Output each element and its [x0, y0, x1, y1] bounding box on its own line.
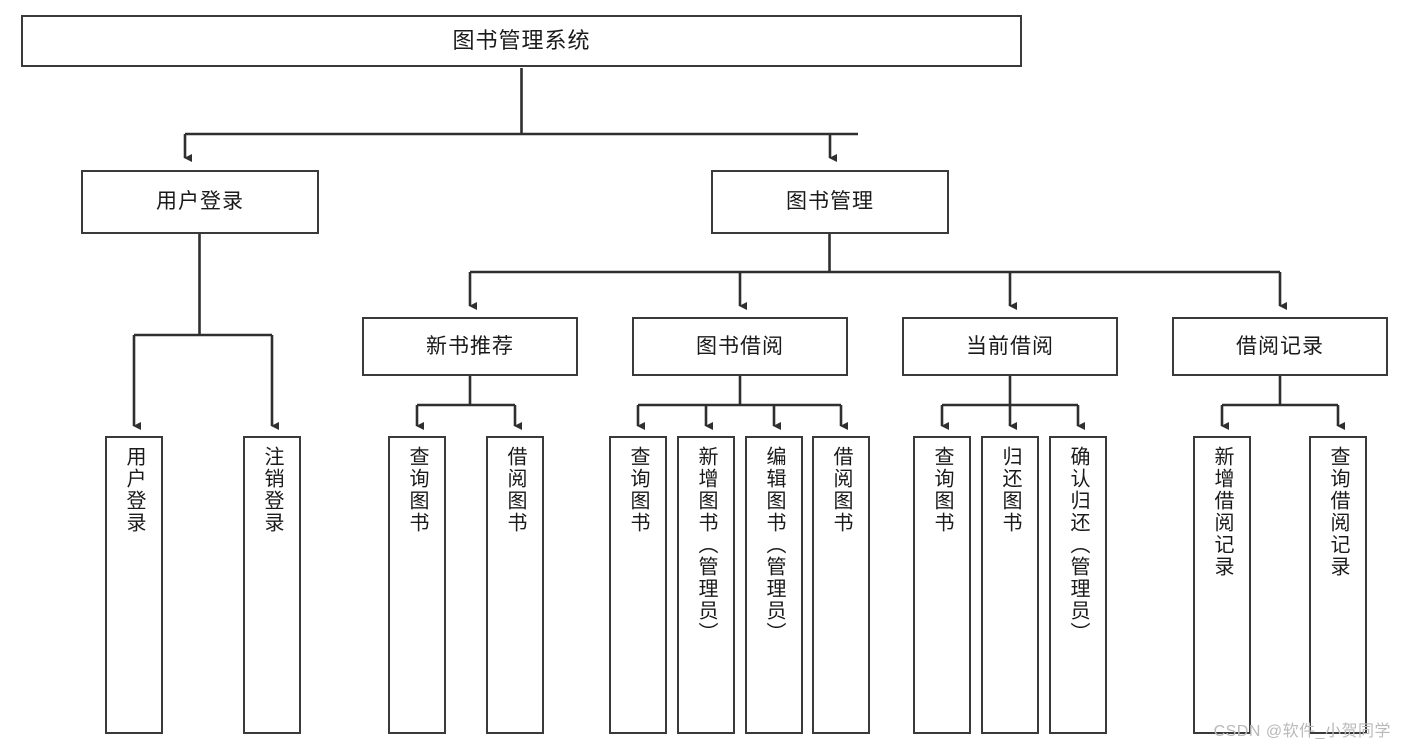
node-current-borrow-label: 当前借阅	[966, 334, 1054, 358]
node-leaf-query-record-label: 查询借阅记录	[1327, 446, 1349, 578]
node-book-manage-label: 图书管理	[786, 190, 874, 214]
node-book-borrow-label: 图书借阅	[696, 334, 784, 358]
node-leaf-query-book-2[interactable]: 查询图书	[609, 436, 667, 734]
node-leaf-query-book-1[interactable]: 查询图书	[388, 436, 446, 734]
watermark: CSDN @软件_小贺同学	[1213, 723, 1391, 740]
node-leaf-add-record-label: 新增借阅记录	[1211, 446, 1233, 578]
node-new-book-rec-label: 新书推荐	[426, 334, 514, 358]
node-borrow-record[interactable]: 借阅记录	[1172, 317, 1388, 376]
node-leaf-edit-book-label: 编辑图书（管理员）	[763, 446, 785, 644]
node-leaf-return-book-label: 归还图书	[999, 446, 1021, 534]
node-leaf-logout[interactable]: 注销登录	[243, 436, 301, 734]
node-new-book-rec[interactable]: 新书推荐	[362, 317, 578, 376]
node-leaf-query-book-2-label: 查询图书	[627, 446, 649, 534]
node-book-borrow[interactable]: 图书借阅	[632, 317, 848, 376]
node-current-borrow[interactable]: 当前借阅	[902, 317, 1118, 376]
node-leaf-borrow-book-1[interactable]: 借阅图书	[486, 436, 544, 734]
node-leaf-user-login[interactable]: 用户登录	[105, 436, 163, 734]
node-leaf-query-book-3[interactable]: 查询图书	[913, 436, 971, 734]
node-leaf-logout-label: 注销登录	[261, 446, 283, 534]
node-leaf-add-record[interactable]: 新增借阅记录	[1193, 436, 1251, 734]
node-leaf-borrow-book-2[interactable]: 借阅图书	[812, 436, 870, 734]
node-leaf-confirm-return[interactable]: 确认归还（管理员）	[1049, 436, 1107, 734]
node-leaf-query-book-3-label: 查询图书	[931, 446, 953, 534]
node-root[interactable]: 图书管理系统	[21, 15, 1022, 67]
node-root-label: 图书管理系统	[452, 27, 591, 53]
node-leaf-user-login-label: 用户登录	[123, 446, 145, 534]
node-user-login-label: 用户登录	[156, 190, 244, 214]
node-leaf-confirm-return-label: 确认归还（管理员）	[1067, 446, 1089, 644]
node-leaf-query-record[interactable]: 查询借阅记录	[1309, 436, 1367, 734]
node-leaf-edit-book[interactable]: 编辑图书（管理员）	[745, 436, 803, 734]
node-leaf-query-book-1-label: 查询图书	[406, 446, 428, 534]
node-leaf-borrow-book-2-label: 借阅图书	[830, 446, 852, 534]
node-leaf-add-book-label: 新增图书（管理员）	[695, 446, 717, 644]
node-leaf-add-book[interactable]: 新增图书（管理员）	[677, 436, 735, 734]
node-leaf-return-book[interactable]: 归还图书	[981, 436, 1039, 734]
node-borrow-record-label: 借阅记录	[1236, 334, 1324, 358]
node-user-login[interactable]: 用户登录	[81, 170, 319, 234]
node-book-manage[interactable]: 图书管理	[711, 170, 949, 234]
node-leaf-borrow-book-1-label: 借阅图书	[504, 446, 526, 534]
